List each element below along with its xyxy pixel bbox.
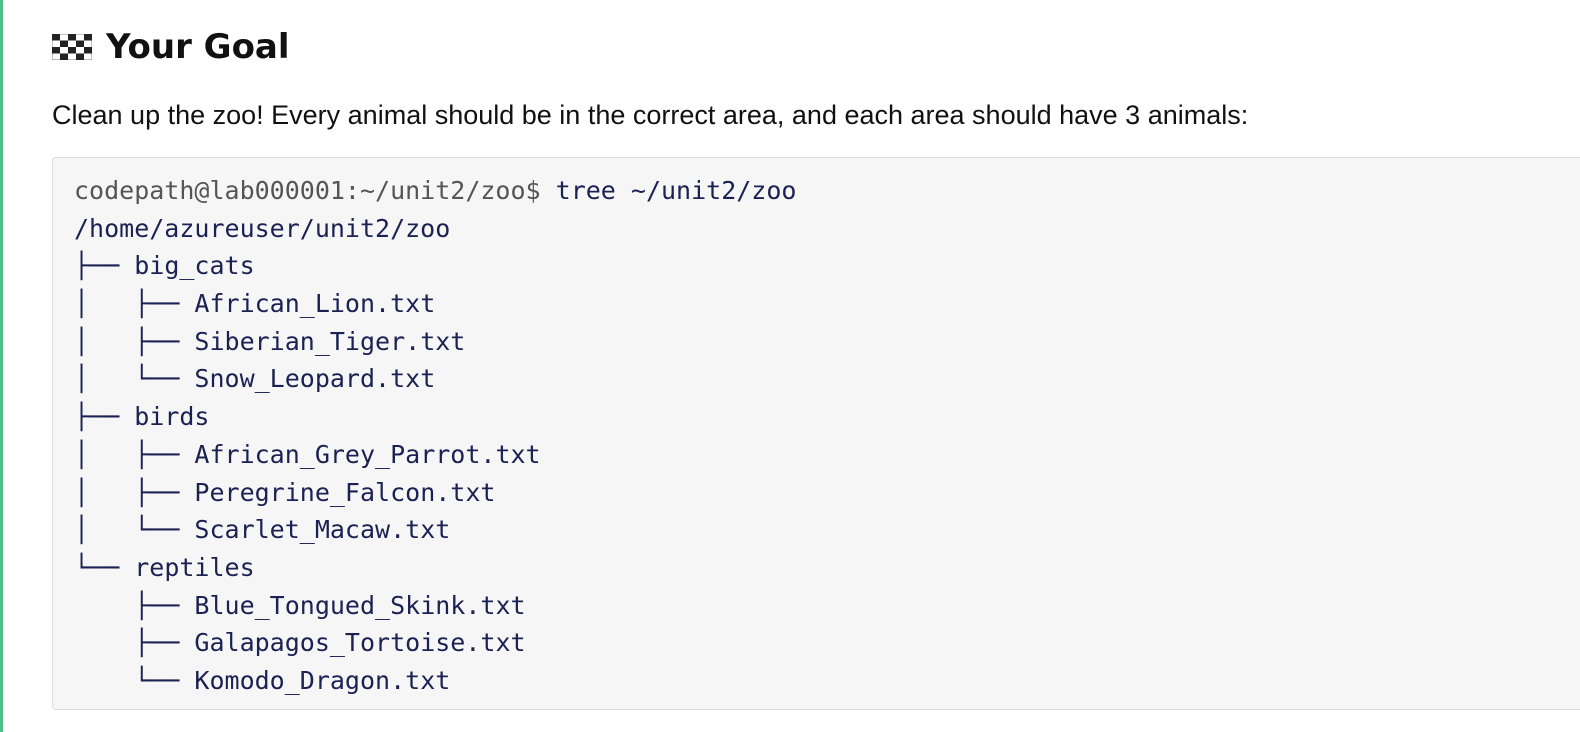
tree-listing: ├── big_cats│ ├── African_Lion.txt│ ├── … xyxy=(74,247,796,699)
left-accent-bar xyxy=(0,0,3,732)
tree-branch-glyph: │ └── xyxy=(74,364,195,394)
tree-entry-name: big_cats xyxy=(134,251,255,281)
section-heading: Your Goal xyxy=(52,24,290,70)
tree-entry: ├── big_cats xyxy=(74,247,796,285)
terminal-output: codepath@lab000001:~/unit2/zoo$ tree ~/u… xyxy=(74,172,796,700)
tree-branch-glyph: │ └── xyxy=(74,515,195,545)
tree-branch-glyph: ├── xyxy=(74,590,195,620)
tree-branch-glyph: │ ├── xyxy=(74,326,195,356)
tree-entry-name: African_Lion.txt xyxy=(194,289,436,319)
tree-entry: │ ├── Peregrine_Falcon.txt xyxy=(74,474,796,512)
tree-entry-name: African_Grey_Parrot.txt xyxy=(194,439,541,469)
checkered-flag-icon xyxy=(52,34,92,60)
tree-entry-name: Peregrine_Falcon.txt xyxy=(194,477,496,507)
tree-entry: │ └── Snow_Leopard.txt xyxy=(74,360,796,398)
tree-entry-name: Komodo_Dragon.txt xyxy=(194,665,451,695)
intro-paragraph: Clean up the zoo! Every animal should be… xyxy=(52,100,1249,130)
tree-entry-name: Siberian_Tiger.txt xyxy=(194,326,466,356)
tree-branch-glyph: ├── xyxy=(74,251,135,281)
tree-branch-glyph: ├── xyxy=(74,628,195,658)
tree-entry-name: Snow_Leopard.txt xyxy=(194,364,436,394)
tree-entry: │ ├── African_Lion.txt xyxy=(74,285,796,323)
tree-entry: ├── Blue_Tongued_Skink.txt xyxy=(74,587,796,625)
root-path: /home/azureuser/unit2/zoo xyxy=(74,213,451,243)
tree-entry-name: reptiles xyxy=(134,552,255,582)
section-title: Your Goal xyxy=(106,27,290,67)
shell-prompt: codepath@lab000001:~/unit2/zoo$ xyxy=(74,176,556,205)
tree-entry-name: Scarlet_Macaw.txt xyxy=(194,515,451,545)
tree-entry: │ └── Scarlet_Macaw.txt xyxy=(74,511,796,549)
tree-branch-glyph: ├── xyxy=(74,402,135,432)
tree-entry-name: Blue_Tongued_Skink.txt xyxy=(194,590,526,620)
tree-entry-name: Galapagos_Tortoise.txt xyxy=(194,628,526,658)
tree-branch-glyph: │ ├── xyxy=(74,289,195,319)
tree-entry-name: birds xyxy=(134,402,210,432)
tree-entry: │ ├── African_Grey_Parrot.txt xyxy=(74,436,796,474)
tree-entry: └── Komodo_Dragon.txt xyxy=(74,662,796,700)
tree-branch-glyph: └── xyxy=(74,665,195,695)
tree-branch-glyph: │ ├── xyxy=(74,439,195,469)
tree-branch-glyph: └── xyxy=(74,552,135,582)
tree-branch-glyph: │ ├── xyxy=(74,477,195,507)
tree-entry: │ ├── Siberian_Tiger.txt xyxy=(74,323,796,361)
tree-entry: └── reptiles xyxy=(74,549,796,587)
command-line: codepath@lab000001:~/unit2/zoo$ tree ~/u… xyxy=(74,172,796,210)
tree-entry: ├── Galapagos_Tortoise.txt xyxy=(74,624,796,662)
terminal-code-block: codepath@lab000001:~/unit2/zoo$ tree ~/u… xyxy=(52,157,1580,710)
tree-entry: ├── birds xyxy=(74,398,796,436)
tree-command: tree ~/unit2/zoo xyxy=(555,176,797,205)
